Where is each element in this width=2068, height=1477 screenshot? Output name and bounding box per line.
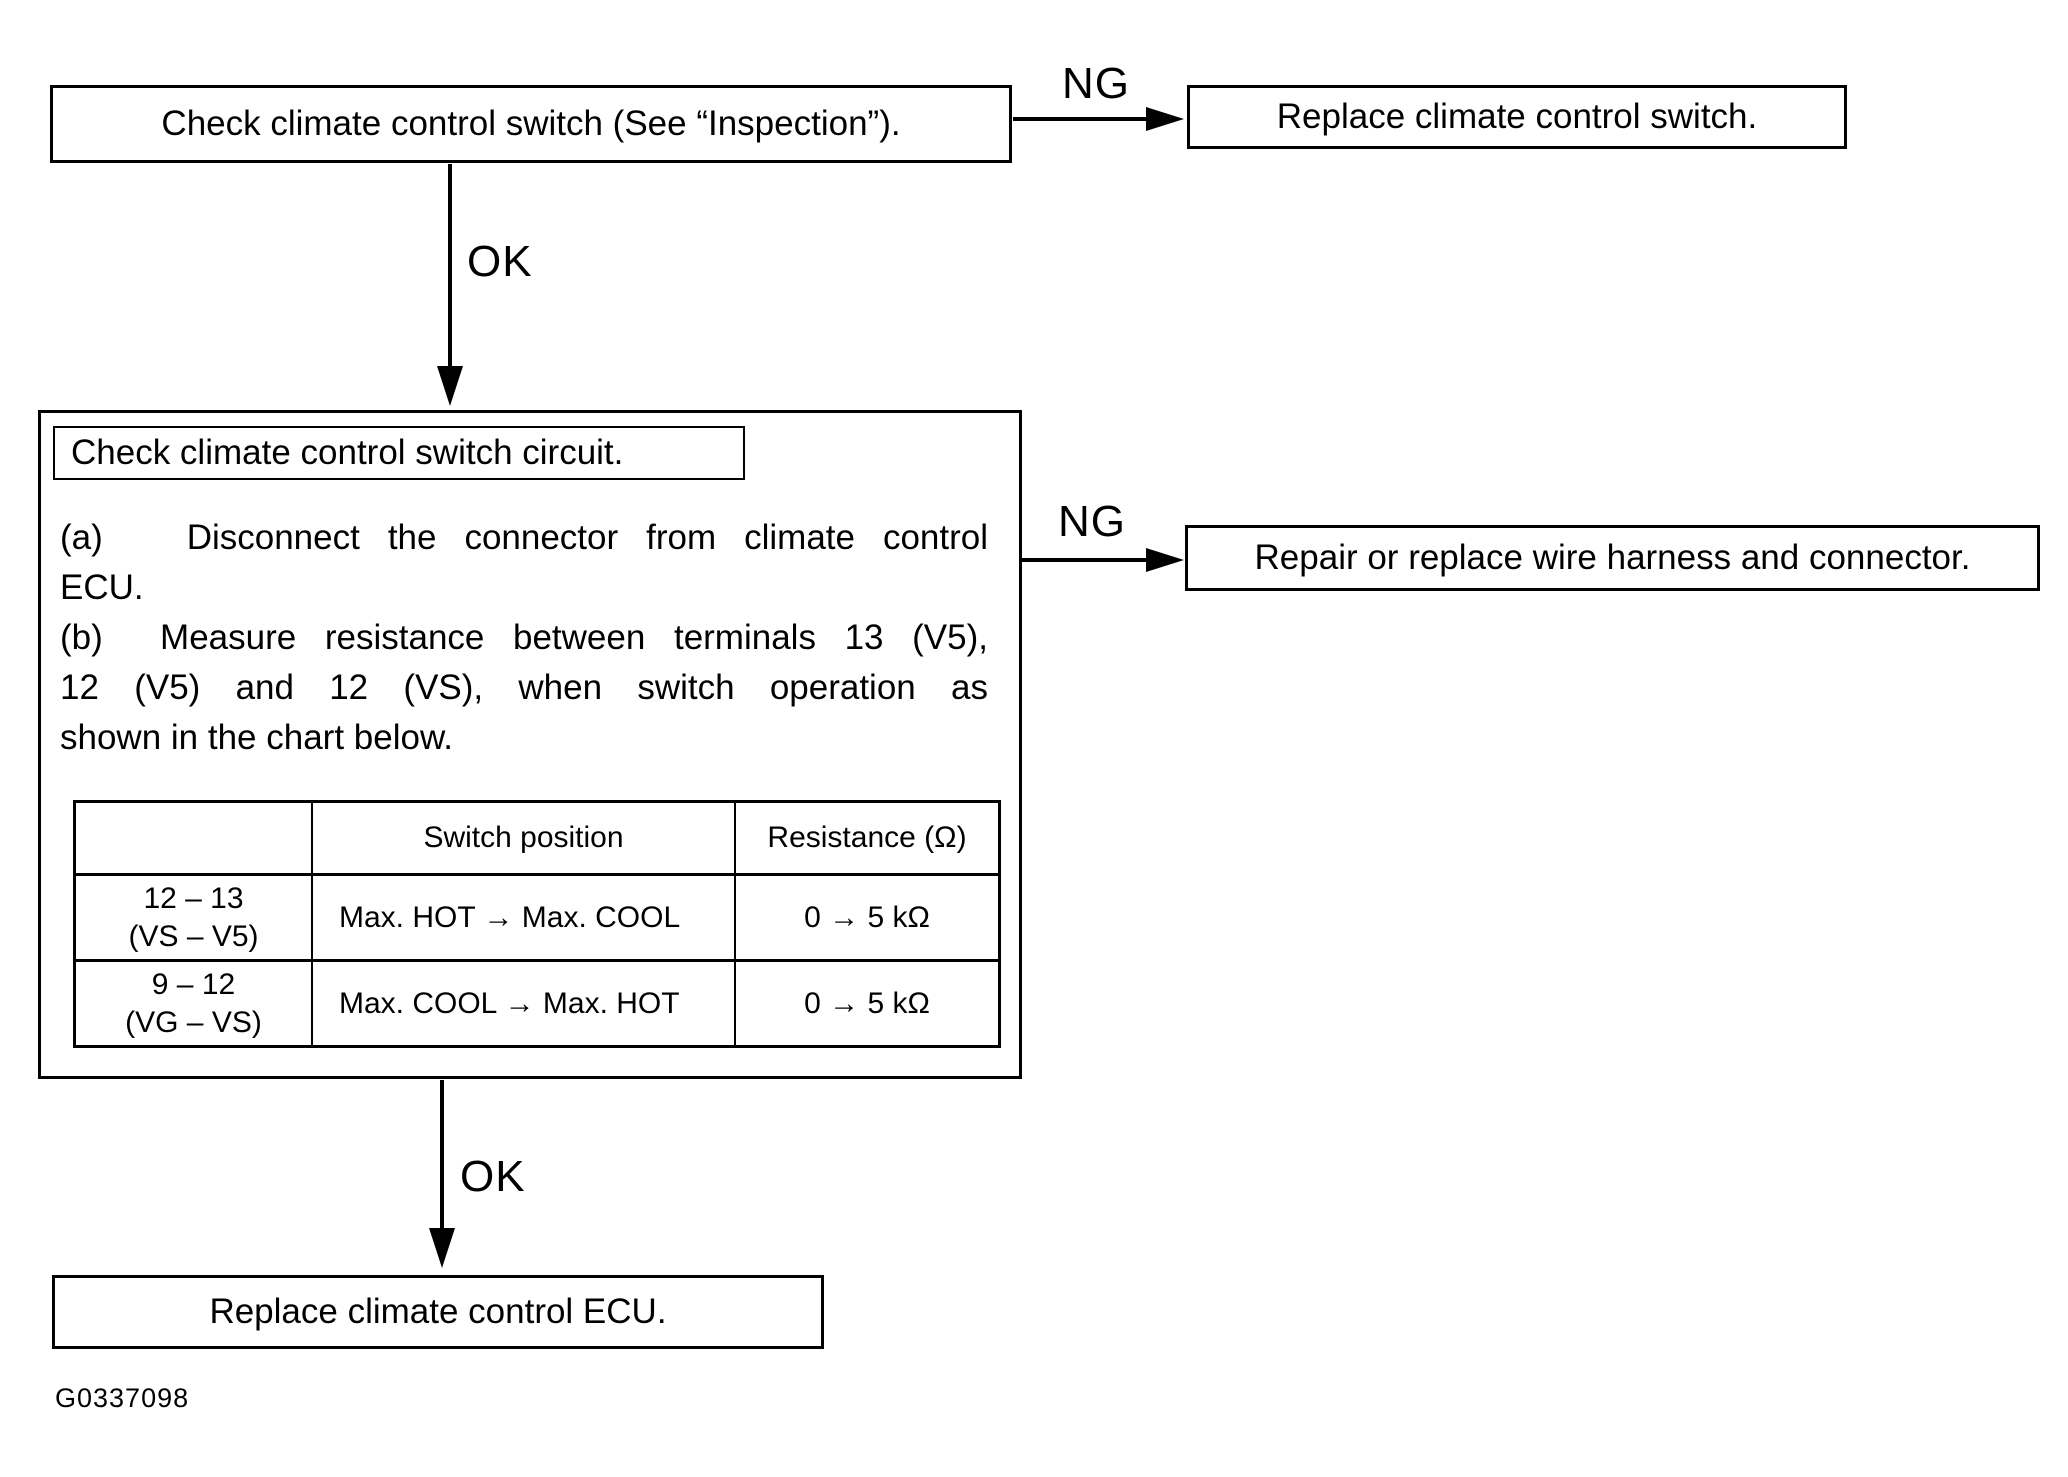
table-header-switch-position: Switch position (313, 803, 736, 876)
table-row1-switch-position: Max. HOT → Max. COOL (313, 876, 736, 962)
step-b-line-1: (b) Measure resistance between terminals… (60, 618, 988, 657)
node-replace-ecu-text: Replace climate control ECU. (209, 1291, 667, 1331)
ok-label-2: OK (460, 1152, 526, 1201)
step-b-line-3: shown in the chart below. (60, 718, 454, 757)
ng-label-1: NG (1062, 59, 1130, 108)
node-check-circuit-title-text: Check climate control switch circuit. (71, 433, 624, 472)
ng-label-2: NG (1058, 497, 1126, 546)
table-header-resistance: Resistance (Ω) (736, 803, 998, 876)
table-row2-terminals: 9 – 12 (VG – VS) (76, 962, 313, 1045)
ok-arrow-1 (437, 164, 463, 406)
table-row1-terminals-line2: (VS – V5) (128, 919, 259, 953)
table-row1-terminals: 12 – 13 (VS – V5) (76, 876, 313, 962)
node-repair-harness-text: Repair or replace wire harness and conne… (1254, 537, 1971, 577)
step-b-line-2: 12 (V5) and 12 (VS), when switch operati… (60, 668, 988, 707)
ok-arrow-2 (429, 1080, 455, 1268)
node-check-circuit-title: Check climate control switch circuit. (53, 426, 745, 480)
check-circuit-steps: (a) Disconnect the connector from climat… (60, 513, 988, 763)
node-repair-harness: Repair or replace wire harness and conne… (1185, 525, 2040, 591)
table-row1-resistance: 0 → 5 kΩ (736, 876, 998, 962)
node-check-climate-switch: Check climate control switch (See “Inspe… (50, 85, 1012, 163)
node-check-climate-switch-text: Check climate control switch (See “Inspe… (161, 103, 901, 143)
table-row2-switch-position: Max. COOL → Max. HOT (313, 962, 736, 1045)
step-a-line-1: (a) Disconnect the connector from climat… (60, 518, 988, 557)
table-row2-resistance: 0 → 5 kΩ (804, 986, 930, 1020)
table-header-terminals (76, 803, 313, 876)
table-row2-terminals-line1: 9 – 12 (151, 968, 236, 1001)
resistance-table: Switch position Resistance (Ω) 12 – 13 (… (73, 800, 1001, 1048)
figure-id: G0337098 (55, 1383, 190, 1413)
ng-arrow-2 (1013, 548, 1184, 572)
ng-arrow-1 (1013, 107, 1184, 131)
table-row2-terminals-line2: (VG – VS) (125, 1005, 262, 1039)
table-row1-terminals-line1: 12 – 13 (143, 882, 244, 915)
node-check-circuit: Check climate control switch circuit. (a… (38, 410, 1022, 1079)
node-replace-ecu: Replace climate control ECU. (52, 1275, 824, 1349)
ok-label-1: OK (467, 237, 533, 286)
node-replace-climate-switch: Replace climate control switch. (1187, 85, 1847, 149)
node-replace-climate-switch-text: Replace climate control switch. (1276, 96, 1758, 136)
step-a-line-2: ECU. (60, 568, 144, 607)
